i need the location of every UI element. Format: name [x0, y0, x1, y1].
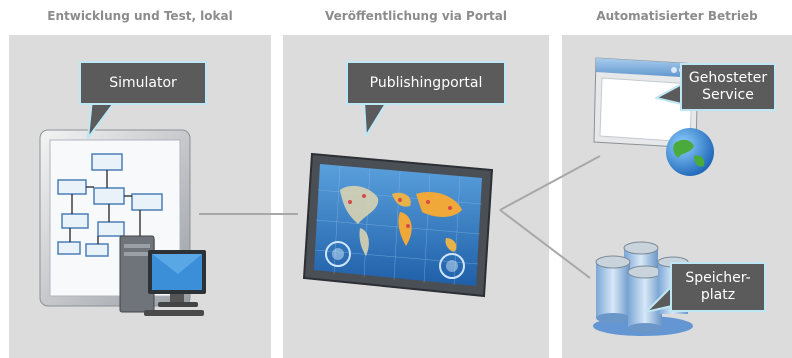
- world-map-display-icon: [302, 152, 494, 298]
- callout-storage-line2: platz: [700, 287, 736, 303]
- connector-portal-storage: [499, 209, 591, 279]
- column-title-portal: Veröffentlichung via Portal: [325, 9, 507, 23]
- globe-icon: [666, 128, 714, 176]
- storage-cylinders-icon: [593, 241, 693, 336]
- callout-service-line1: Gehosteter: [688, 70, 768, 86]
- callout-pointer-portal: [363, 100, 389, 137]
- callout-storage: Speicher- platz: [670, 262, 766, 312]
- callout-portal: Publishingportal: [346, 61, 506, 105]
- computer-icon: [119, 235, 206, 316]
- callout-portal-label: Publishingportal: [369, 74, 483, 91]
- callout-storage-line1: Speicher-: [685, 270, 751, 286]
- connector-portal-service: [499, 155, 601, 211]
- callout-pointer-simulator: [87, 100, 117, 139]
- callout-simulator-label: Simulator: [109, 74, 177, 91]
- callout-simulator: Simulator: [79, 61, 207, 105]
- callout-service-line2: Service: [702, 87, 754, 103]
- column-title-operation: Automatisierter Betrieb: [596, 9, 758, 23]
- column-title-local: Entwicklung und Test, lokal: [47, 9, 233, 23]
- callout-service: Gehosteter Service: [680, 63, 776, 111]
